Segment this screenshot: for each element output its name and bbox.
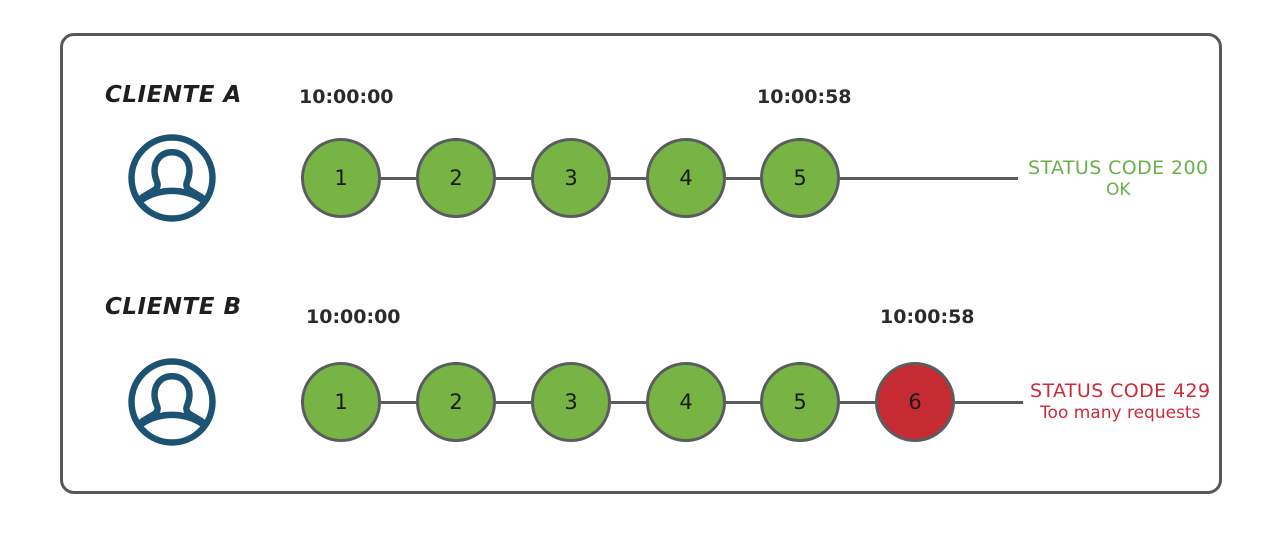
client-a-start-time: 10:00:00	[299, 86, 394, 108]
request-node[interactable]: 3	[531, 362, 611, 442]
request-node[interactable]: 5	[760, 138, 840, 218]
link-2-3	[496, 401, 532, 404]
request-node-number: 5	[793, 166, 807, 190]
client-a-label: CLIENTE A	[105, 82, 242, 108]
request-node-rejected[interactable]: 6	[875, 362, 955, 442]
request-node[interactable]: 1	[301, 362, 381, 442]
user-avatar-icon	[126, 132, 218, 224]
diagram-frame	[60, 33, 1222, 494]
link-3-4	[611, 401, 647, 404]
link-1-2	[381, 401, 417, 404]
request-node-number: 6	[908, 390, 922, 414]
status-code-text: STATUS CODE 200	[1028, 157, 1209, 179]
link-4-5	[726, 177, 762, 180]
request-node-number: 2	[449, 166, 463, 190]
request-node[interactable]: 3	[531, 138, 611, 218]
status-code-text: STATUS CODE 429	[1030, 380, 1211, 402]
link-2-3	[496, 177, 532, 180]
request-node[interactable]: 2	[416, 362, 496, 442]
request-node[interactable]: 4	[646, 138, 726, 218]
link-5-status	[840, 177, 1018, 180]
user-avatar-icon	[126, 356, 218, 448]
link-1-2	[381, 177, 417, 180]
request-node[interactable]: 2	[416, 138, 496, 218]
link-3-4	[611, 177, 647, 180]
request-node-number: 4	[679, 390, 693, 414]
link-6-status	[955, 401, 1023, 404]
link-5-6	[840, 401, 876, 404]
request-node[interactable]: 4	[646, 362, 726, 442]
request-node-number: 5	[793, 390, 807, 414]
client-a-status-badge: STATUS CODE 200 OK	[1028, 157, 1209, 201]
request-node-number: 3	[564, 390, 578, 414]
client-b-label: CLIENTE B	[105, 294, 242, 320]
request-node-number: 4	[679, 166, 693, 190]
request-node-number: 1	[334, 166, 348, 190]
request-node-number: 3	[564, 166, 578, 190]
client-b-start-time: 10:00:00	[306, 306, 401, 328]
status-detail-text: Too many requests	[1040, 403, 1201, 424]
request-node-number: 2	[449, 390, 463, 414]
request-node[interactable]: 1	[301, 138, 381, 218]
request-node[interactable]: 5	[760, 362, 840, 442]
client-b-end-time: 10:00:58	[880, 306, 975, 328]
status-detail-text: OK	[1105, 180, 1131, 201]
client-a-end-time: 10:00:58	[757, 86, 852, 108]
request-node-number: 1	[334, 390, 348, 414]
client-b-status-badge: STATUS CODE 429 Too many requests	[1030, 380, 1211, 424]
link-4-5	[726, 401, 762, 404]
